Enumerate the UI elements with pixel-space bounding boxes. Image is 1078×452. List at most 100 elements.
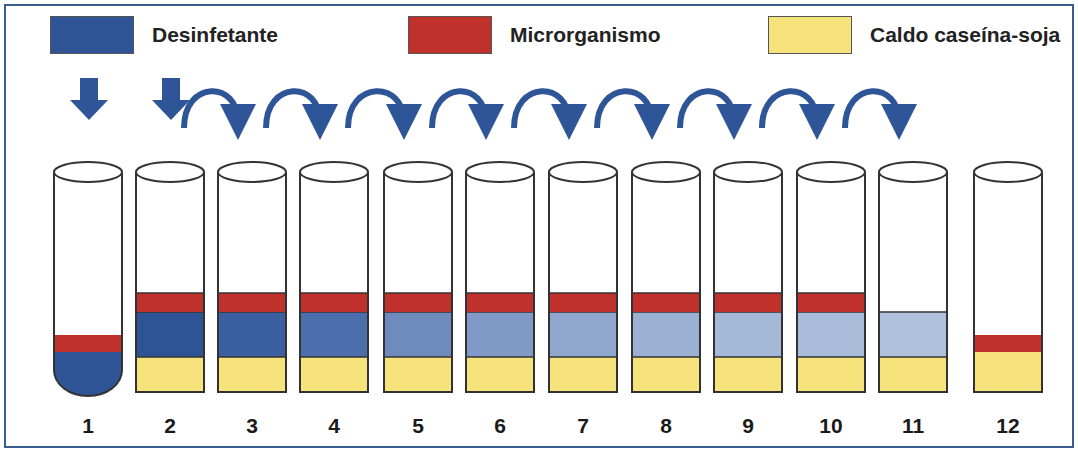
tube-number: 10 [791,414,871,438]
transfer-arrow [514,91,569,128]
test-tube [797,162,865,392]
tube-number: 3 [212,414,292,438]
test-tube [974,162,1042,392]
microorganism-layer [218,293,286,312]
transfer-arrow [266,91,320,128]
broth-layer [879,357,947,392]
legend-text: Microrganismo [510,23,661,47]
legend-swatch [408,16,492,54]
tube-wall [632,172,700,392]
test-tube: 7 [543,128,623,446]
tube-wall [714,172,782,392]
layer-line [136,356,204,358]
legend-text: Caldo caseína-soja [870,23,1060,47]
disinfectant-layer [714,312,782,357]
test-tube: 10 [791,128,871,446]
layer-line [384,292,452,294]
layer-line [714,356,782,358]
tube-wall [54,172,122,396]
broth-layer [218,357,286,392]
layer-line [218,356,286,358]
layer-line [632,292,700,294]
test-tube: 9 [708,128,788,446]
down-arrows [70,78,190,120]
layer-line [879,356,947,358]
disinfectant-layer [466,312,534,357]
tube-mouth [797,162,865,182]
layer-line [879,311,947,313]
microorganism-layer [54,335,122,352]
tube-wall [136,172,204,392]
test-tube [136,162,204,392]
tube-mouth [384,162,452,182]
transfer-arrow [597,91,652,128]
legend-item: Microrganismo [408,16,661,54]
tube-number: 8 [626,414,706,438]
tube-wall [218,172,286,392]
tube-number: 11 [873,414,953,438]
transfer-arrow [432,91,486,128]
legend-item: Desinfetante [50,16,278,54]
test-tube: 3 [212,128,292,446]
transfer-arrow [348,91,404,128]
tube-number: 5 [378,414,458,438]
disinfectant-layer [879,312,947,357]
layer-line [466,356,534,358]
broth-layer [549,357,617,392]
test-tube [218,162,286,392]
test-tube: 2 [130,128,210,446]
tube-wall [384,172,452,392]
disinfectant-layer [384,312,452,357]
tube-wall [300,172,368,392]
disinfectant-layer [218,312,286,357]
broth-layer [974,352,1042,392]
layer-line [384,356,452,358]
test-tube: 5 [378,128,458,446]
tube-number: 6 [460,414,540,438]
broth-layer [300,357,368,392]
broth-layer [797,357,865,392]
layer-line [632,356,700,358]
tube-number: 9 [708,414,788,438]
disinfectant-layer [300,312,368,357]
microorganism-layer [714,293,782,312]
test-tube [384,162,452,392]
broth-layer [632,357,700,392]
legend-swatch [768,16,852,54]
layer-line [466,292,534,294]
frame [5,5,1073,447]
transfer-arrow [845,91,899,128]
test-tube: 12 [968,128,1048,446]
test-tube [714,162,782,392]
legend-item: Caldo caseína-soja [768,16,1060,54]
disinfectant-layer [136,312,204,357]
microorganism-layer [466,293,534,312]
test-tube [632,162,700,392]
tube-mouth [300,162,368,182]
layer-line [797,292,865,294]
test-tube [466,162,534,392]
tube-mouth [54,162,122,182]
tube-number: 12 [968,414,1048,438]
tube-number: 1 [48,414,128,438]
transfer-arrow [184,91,238,128]
tube-mouth [879,162,947,182]
microorganism-layer [974,335,1042,352]
test-tube [549,162,617,392]
layer-line [549,356,617,358]
tubes [54,162,1042,402]
disinfectant-layer [632,312,700,357]
disinfectant-layer [549,312,617,357]
layer-line [714,292,782,294]
tube-mouth [218,162,286,182]
test-tube [300,162,368,392]
test-tube: 6 [460,128,540,446]
tube-number: 2 [130,414,210,438]
test-tube [879,162,947,392]
microorganism-layer [549,293,617,312]
tube-wall [974,172,1042,392]
tube-mouth [974,162,1042,182]
test-tube [54,162,122,402]
